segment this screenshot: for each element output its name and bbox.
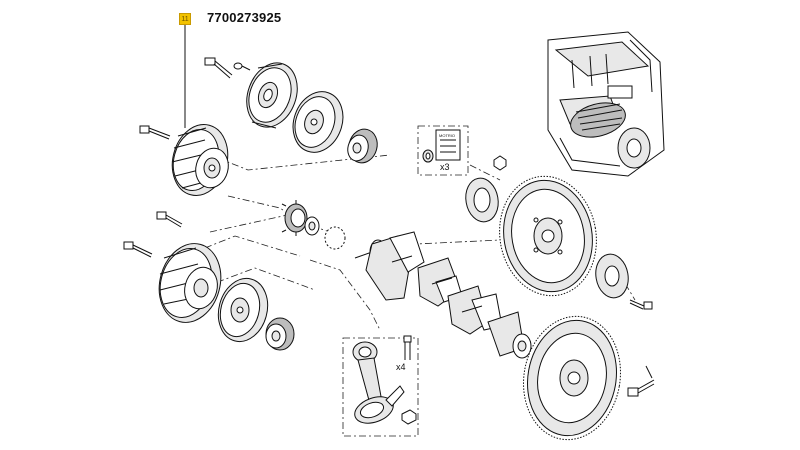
- spacer-plate-icon[interactable]: [592, 252, 631, 301]
- grease-bag-icon[interactable]: MOTRIO: [435, 129, 461, 161]
- bolt-icon[interactable]: [139, 125, 171, 140]
- bolt-icon[interactable]: [123, 241, 153, 258]
- crankshaft-pulley-icon[interactable]: [165, 118, 236, 202]
- bolt-icon[interactable]: [204, 57, 233, 79]
- connecting-rod-icon[interactable]: x4: [351, 341, 406, 428]
- timing-sprocket-icon[interactable]: [345, 126, 381, 166]
- crankshaft-pulley-icon[interactable]: [238, 56, 306, 134]
- key-icon[interactable]: [324, 226, 346, 250]
- nut-icon[interactable]: [401, 409, 417, 425]
- callout-marker[interactable]: 11: [179, 13, 191, 25]
- flywheel-icon[interactable]: [490, 169, 605, 304]
- timing-sprocket-icon[interactable]: [281, 200, 308, 236]
- reinforcement-plate-icon[interactable]: [462, 176, 501, 225]
- bolt-icon[interactable]: [627, 365, 655, 397]
- part-number-label[interactable]: 7700273925: [207, 10, 282, 25]
- nut-icon[interactable]: [493, 155, 507, 171]
- bolt-icon[interactable]: [629, 299, 653, 310]
- flywheel-icon[interactable]: [514, 309, 630, 448]
- crankshaft-pulley-icon[interactable]: [285, 85, 351, 160]
- crankshaft-pulley-icon[interactable]: [151, 237, 230, 330]
- spacer-icon[interactable]: [304, 216, 320, 236]
- washer-icon[interactable]: x3: [422, 149, 450, 172]
- washer-icon[interactable]: [233, 62, 251, 71]
- engine-block-icon[interactable]: [547, 31, 665, 177]
- quantity-x3-label: x3: [440, 162, 450, 172]
- crankshaft-icon[interactable]: [354, 231, 532, 359]
- crankshaft-pulley-icon[interactable]: [212, 273, 275, 347]
- timing-sprocket-icon[interactable]: [265, 317, 295, 351]
- bag-brand-label: MOTRIO: [439, 133, 455, 138]
- bolt-icon[interactable]: [403, 335, 412, 360]
- bolt-icon[interactable]: [156, 211, 183, 228]
- quantity-x4-label: x4: [396, 362, 406, 372]
